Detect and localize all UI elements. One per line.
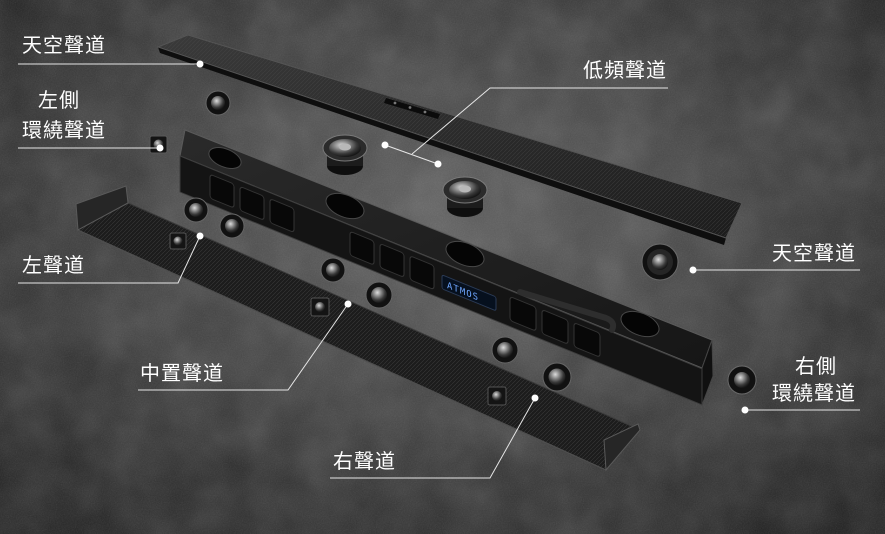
- driver-cutout: [209, 174, 235, 208]
- label-right-surround-line1: 右側: [795, 354, 837, 378]
- left-channel-driver: [183, 197, 209, 223]
- left-surround-driver: [205, 90, 231, 116]
- center-channel-driver: [365, 281, 393, 309]
- label-sky-left: 天空聲道: [22, 33, 106, 57]
- label-sky-right: 天空聲道: [772, 241, 856, 265]
- label-center: 中置聲道: [140, 361, 224, 385]
- body-port-hole: [620, 310, 660, 338]
- right-channel-driver: [542, 362, 572, 392]
- left-channel-driver: [169, 232, 187, 250]
- label-right: 右聲道: [333, 449, 396, 473]
- top-cover: [156, 34, 743, 245]
- driver-cutout: [239, 186, 265, 220]
- woofer: [442, 176, 488, 217]
- front-display: [441, 274, 497, 311]
- driver-cutout: [349, 231, 375, 265]
- callout-subwoofer: [411, 87, 668, 155]
- left-channel-driver: [219, 213, 245, 239]
- driver-cutout: [409, 256, 435, 290]
- body-port-hole: [325, 192, 365, 220]
- center-channel-driver: [310, 297, 330, 317]
- driver-cutout: [541, 310, 569, 344]
- woofer: [322, 134, 368, 175]
- sky-right-driver: [641, 243, 679, 281]
- top-cover-control-strip: [384, 98, 440, 119]
- callout-center: [138, 303, 349, 391]
- callout-subwoofer-link: [384, 144, 439, 165]
- callout-dot: [689, 266, 697, 274]
- grille-right-end: [603, 423, 641, 472]
- body-port-hole: [208, 147, 242, 169]
- main-body: ATMOS: [179, 129, 714, 406]
- label-left-surround-line1: 左側: [38, 88, 80, 112]
- callout-dot: [196, 60, 204, 68]
- label-left: 左聲道: [22, 253, 85, 277]
- internal-bar: [517, 289, 617, 333]
- driver-cutout: [269, 199, 295, 233]
- body-front-face: [179, 155, 703, 406]
- driver-cutout: [509, 296, 537, 331]
- callout-dot: [344, 300, 352, 308]
- label-left-surround-line2: 環繞聲道: [22, 118, 106, 142]
- callout-right: [330, 397, 536, 479]
- center-channel-driver: [320, 257, 346, 283]
- label-subwoofer: 低頻聲道: [583, 58, 667, 82]
- grille-left-end: [75, 185, 129, 231]
- body-port-hole: [445, 240, 485, 268]
- callout-left: [18, 235, 201, 284]
- callout-dot: [381, 141, 389, 149]
- right-channel-driver: [491, 336, 519, 364]
- callout-dot: [196, 232, 204, 240]
- callout-dot: [434, 160, 442, 168]
- callout-dot: [531, 394, 539, 402]
- label-right-surround-line2: 環繞聲道: [772, 381, 856, 405]
- driver-cutout: [379, 243, 405, 277]
- callout-dot: [741, 406, 749, 414]
- right-channel-driver: [487, 386, 507, 406]
- callout-dot: [156, 144, 164, 152]
- driver-cutout: [573, 323, 601, 357]
- right-surround-driver: [727, 365, 757, 395]
